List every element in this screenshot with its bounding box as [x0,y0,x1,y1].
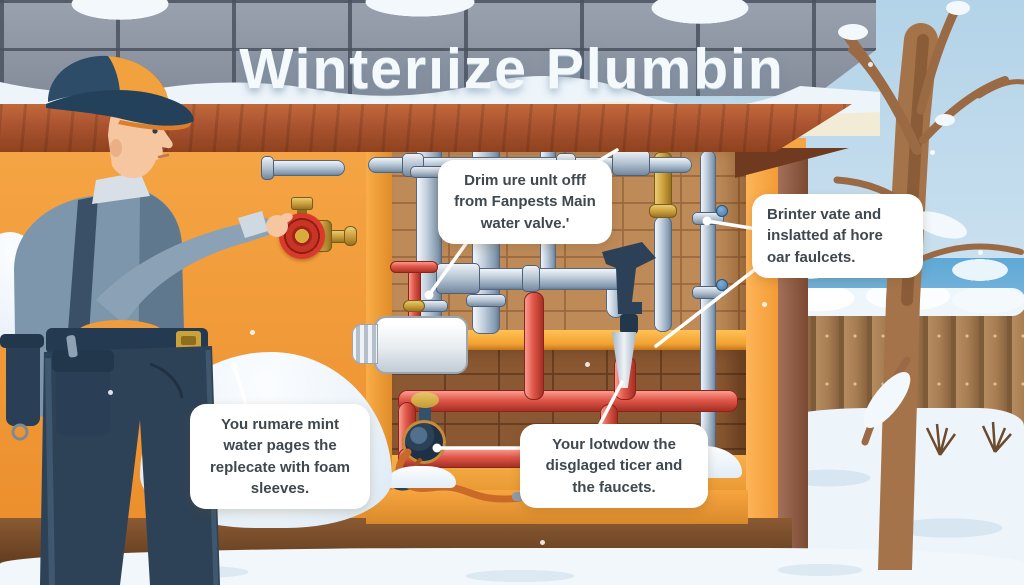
pressure-gauge [402,420,446,464]
small-valve [692,286,724,299]
snow-pile [386,466,456,488]
plumber-arm [96,217,273,324]
hip-holster [6,340,40,426]
tool-pouch [56,354,110,436]
white-valve-ribbed-cone [352,324,378,364]
callout-line: replecate with foam [209,458,351,476]
snowflake [762,302,767,307]
tee-valve-body [612,150,650,176]
cap-brim [46,89,194,127]
valve-knob [716,279,728,291]
brass-band [403,300,425,312]
gauge-brass-cap [411,392,439,408]
callout-line: water valve.' [480,214,570,232]
callout-line: the faucets. [572,478,656,496]
cap-orange-panel [108,56,170,106]
callout-line: Brinter vate and [767,206,882,223]
grass-tuft [925,421,1012,456]
snowflake [585,362,590,367]
pipe-silver-vertical-4 [654,216,672,332]
spigot-stem [297,207,307,217]
callout-line: Your lotwdow the [552,436,676,453]
valve-knob [716,205,728,217]
carabiner [11,423,29,441]
fence-picket [984,306,1007,428]
fence-picket [816,306,839,428]
callout-line: You rumare mint [220,416,340,433]
fence-picket [956,306,979,428]
snowflake [250,330,255,335]
callout-line: from Fanpests Main [454,193,596,211]
fence-picket [844,306,867,428]
snowflake [978,250,983,255]
pipe-silver-wall-stub [267,160,345,176]
sleeve-cuff [238,211,268,238]
snowflake [540,540,545,545]
pipe-end-cap [261,156,274,180]
pipe-big-coupler [436,263,480,294]
fence-picket [928,306,951,428]
callout-outdoor-faucets: Brinter vate and inslatted af hore oar f… [752,194,923,278]
callout-main-valve: Drim ure unlt offf from Fanpests Main wa… [438,160,612,244]
plumber-illustration [0,55,293,585]
snowflake [930,150,935,155]
mouth [157,153,170,159]
pipe-coupler [522,265,540,292]
pipe-red-horizontal-1 [398,390,738,412]
page-title: Winterıize Plumbin [239,37,785,101]
callout-foam-sleeves: You rumare mint water pages the replecat… [190,404,370,510]
snowflake [108,390,113,395]
fence-picket [1012,306,1024,428]
spray-gun [602,242,656,334]
callout-line: sleeves. [250,479,310,497]
shirt-collar [92,172,150,204]
belt [46,328,208,354]
red-valve-handle [390,261,438,273]
ear [110,139,122,157]
pipe-flange [466,294,506,307]
brass-coupling [649,204,677,218]
callout-line: water pages the [223,437,337,455]
callout-line: Drim ure unlt offf [464,172,586,189]
callout-drain-faucets: Your lotwdow the disglaged ticer and the… [520,424,708,508]
callout-line: oar faulcets. [767,248,856,266]
spigot-brass-cap [291,197,313,210]
callout-line: inslatted af hore [767,227,883,245]
callout-line: disglaged ticer and [545,457,683,475]
gauge-stem [419,404,431,424]
snowflake [868,62,873,67]
spigot-coupler [344,226,357,246]
pipe-red-vertical-mid [524,292,544,400]
